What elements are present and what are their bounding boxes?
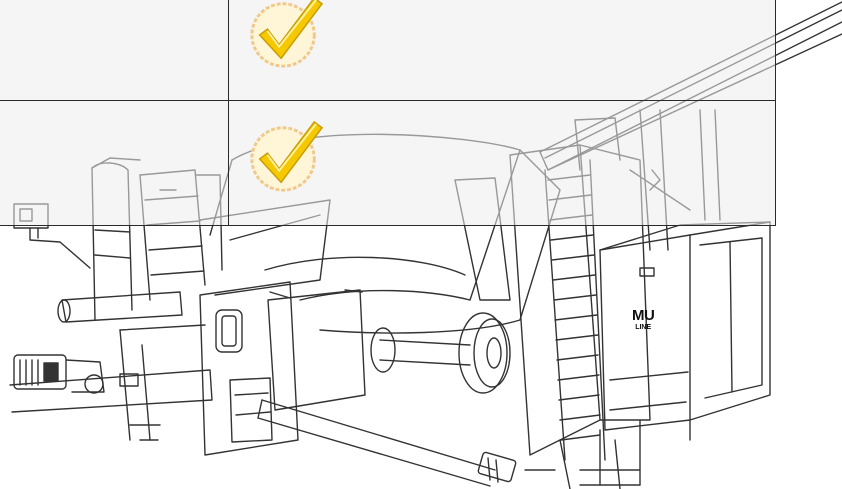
hopper-box [579, 221, 771, 486]
wheel [370, 312, 511, 394]
logo-text-sub: LINE [635, 324, 652, 331]
support-legs [559, 439, 641, 489]
base-frame [9, 324, 273, 443]
table-column-divider [228, 0, 229, 226]
auger [257, 399, 517, 487]
mu-line-logo: MU LINE [632, 307, 655, 331]
table-row-divider [0, 100, 776, 101]
front-plates [199, 281, 366, 456]
comparison-table [0, 0, 776, 226]
table-right-border [775, 0, 776, 226]
logo-text-main: MU [632, 307, 655, 324]
motor [13, 354, 139, 394]
table-bottom-border [0, 225, 776, 226]
checkmark-icon [250, 0, 324, 68]
checkmark-icon [250, 120, 324, 192]
